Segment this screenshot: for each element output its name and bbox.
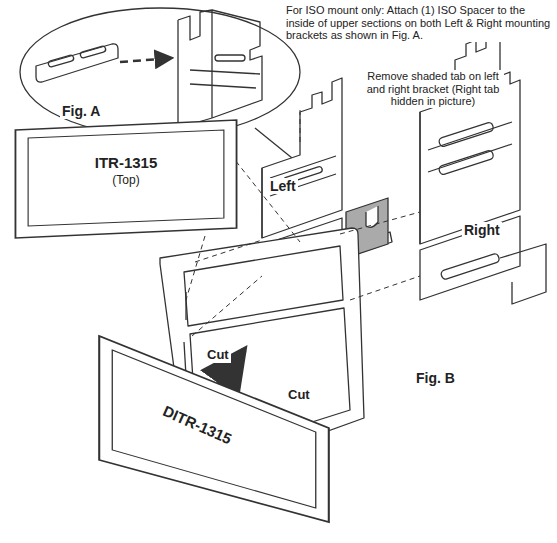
cut-label: Cut [205, 348, 231, 363]
part-note: (Top) [12, 171, 240, 187]
bracket-label: Left [268, 178, 298, 194]
tab-note: Remove shaded tab on left and right brac… [362, 70, 504, 108]
figure-label: Fig. B [414, 370, 457, 386]
figure-label: Fig. A [60, 103, 102, 119]
bracket-label: Right [462, 222, 502, 238]
iso-note: For ISO mount only: Attach (1) ISO Space… [284, 4, 554, 42]
itr-panel: ITR-1315(Top) [12, 118, 240, 240]
part-number: ITR-1315 [12, 118, 240, 171]
cut-label: Cut [286, 388, 312, 403]
